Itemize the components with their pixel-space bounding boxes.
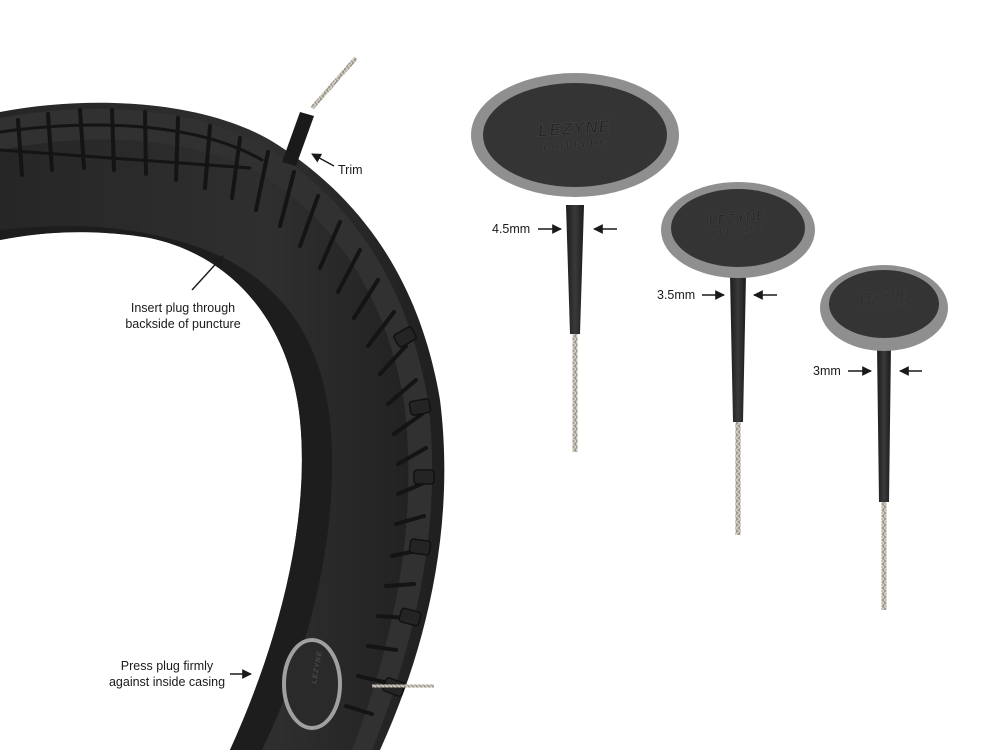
size-label-3mm: 3mm	[813, 364, 841, 378]
plug-logo-line2: PRO PLUG	[543, 137, 609, 154]
plug-logo-line2: PRO PLUG	[862, 301, 907, 311]
callout-arrows	[191, 153, 335, 679]
plug-4-5mm: LEZYNE PRO PLUG	[471, 73, 679, 452]
plug-3-5mm: LEZYNE PRO PLUG	[661, 182, 815, 535]
plug-logo-line1: LEZYNE	[708, 207, 767, 228]
tire-body	[0, 102, 445, 750]
tire-side-lugs	[382, 326, 435, 697]
insert-plug-label: Insert plug through backside of puncture	[118, 300, 248, 332]
insert-plug-label-line2: backside of puncture	[125, 317, 241, 331]
plug-head-face	[483, 83, 667, 187]
tire-tread-grooves	[0, 108, 428, 716]
plug-stem	[877, 345, 891, 502]
plug-head-face	[829, 270, 939, 338]
tire: LEZYNE	[0, 56, 445, 750]
insert-plug-label-line1: Insert plug through	[130, 301, 236, 315]
plug-logo-line1: LEZYNE	[537, 116, 611, 140]
press-plug-label: Press plug firmly against inside casing	[100, 658, 234, 690]
plug-3mm: LEZYNE PRO PLUG	[820, 265, 948, 610]
insert-arrow	[191, 255, 224, 291]
plug-stem	[566, 205, 584, 334]
plug-logo-line1: LEZYNE	[860, 288, 908, 303]
plug-head-face	[671, 189, 805, 267]
trim-label: Trim	[338, 163, 363, 177]
plug-head-inside-casing: LEZYNE	[282, 638, 434, 730]
plug-stem	[730, 275, 746, 422]
size-label-3-5mm: 3.5mm	[657, 288, 696, 302]
trim-arrow	[311, 153, 335, 167]
press-plug-label-line1: Press plug firmly	[120, 659, 214, 673]
inserted-plug-top	[282, 56, 358, 166]
size-label-4-5mm: 4.5mm	[492, 222, 531, 236]
press-plug-label-line2: against inside casing	[108, 675, 226, 689]
